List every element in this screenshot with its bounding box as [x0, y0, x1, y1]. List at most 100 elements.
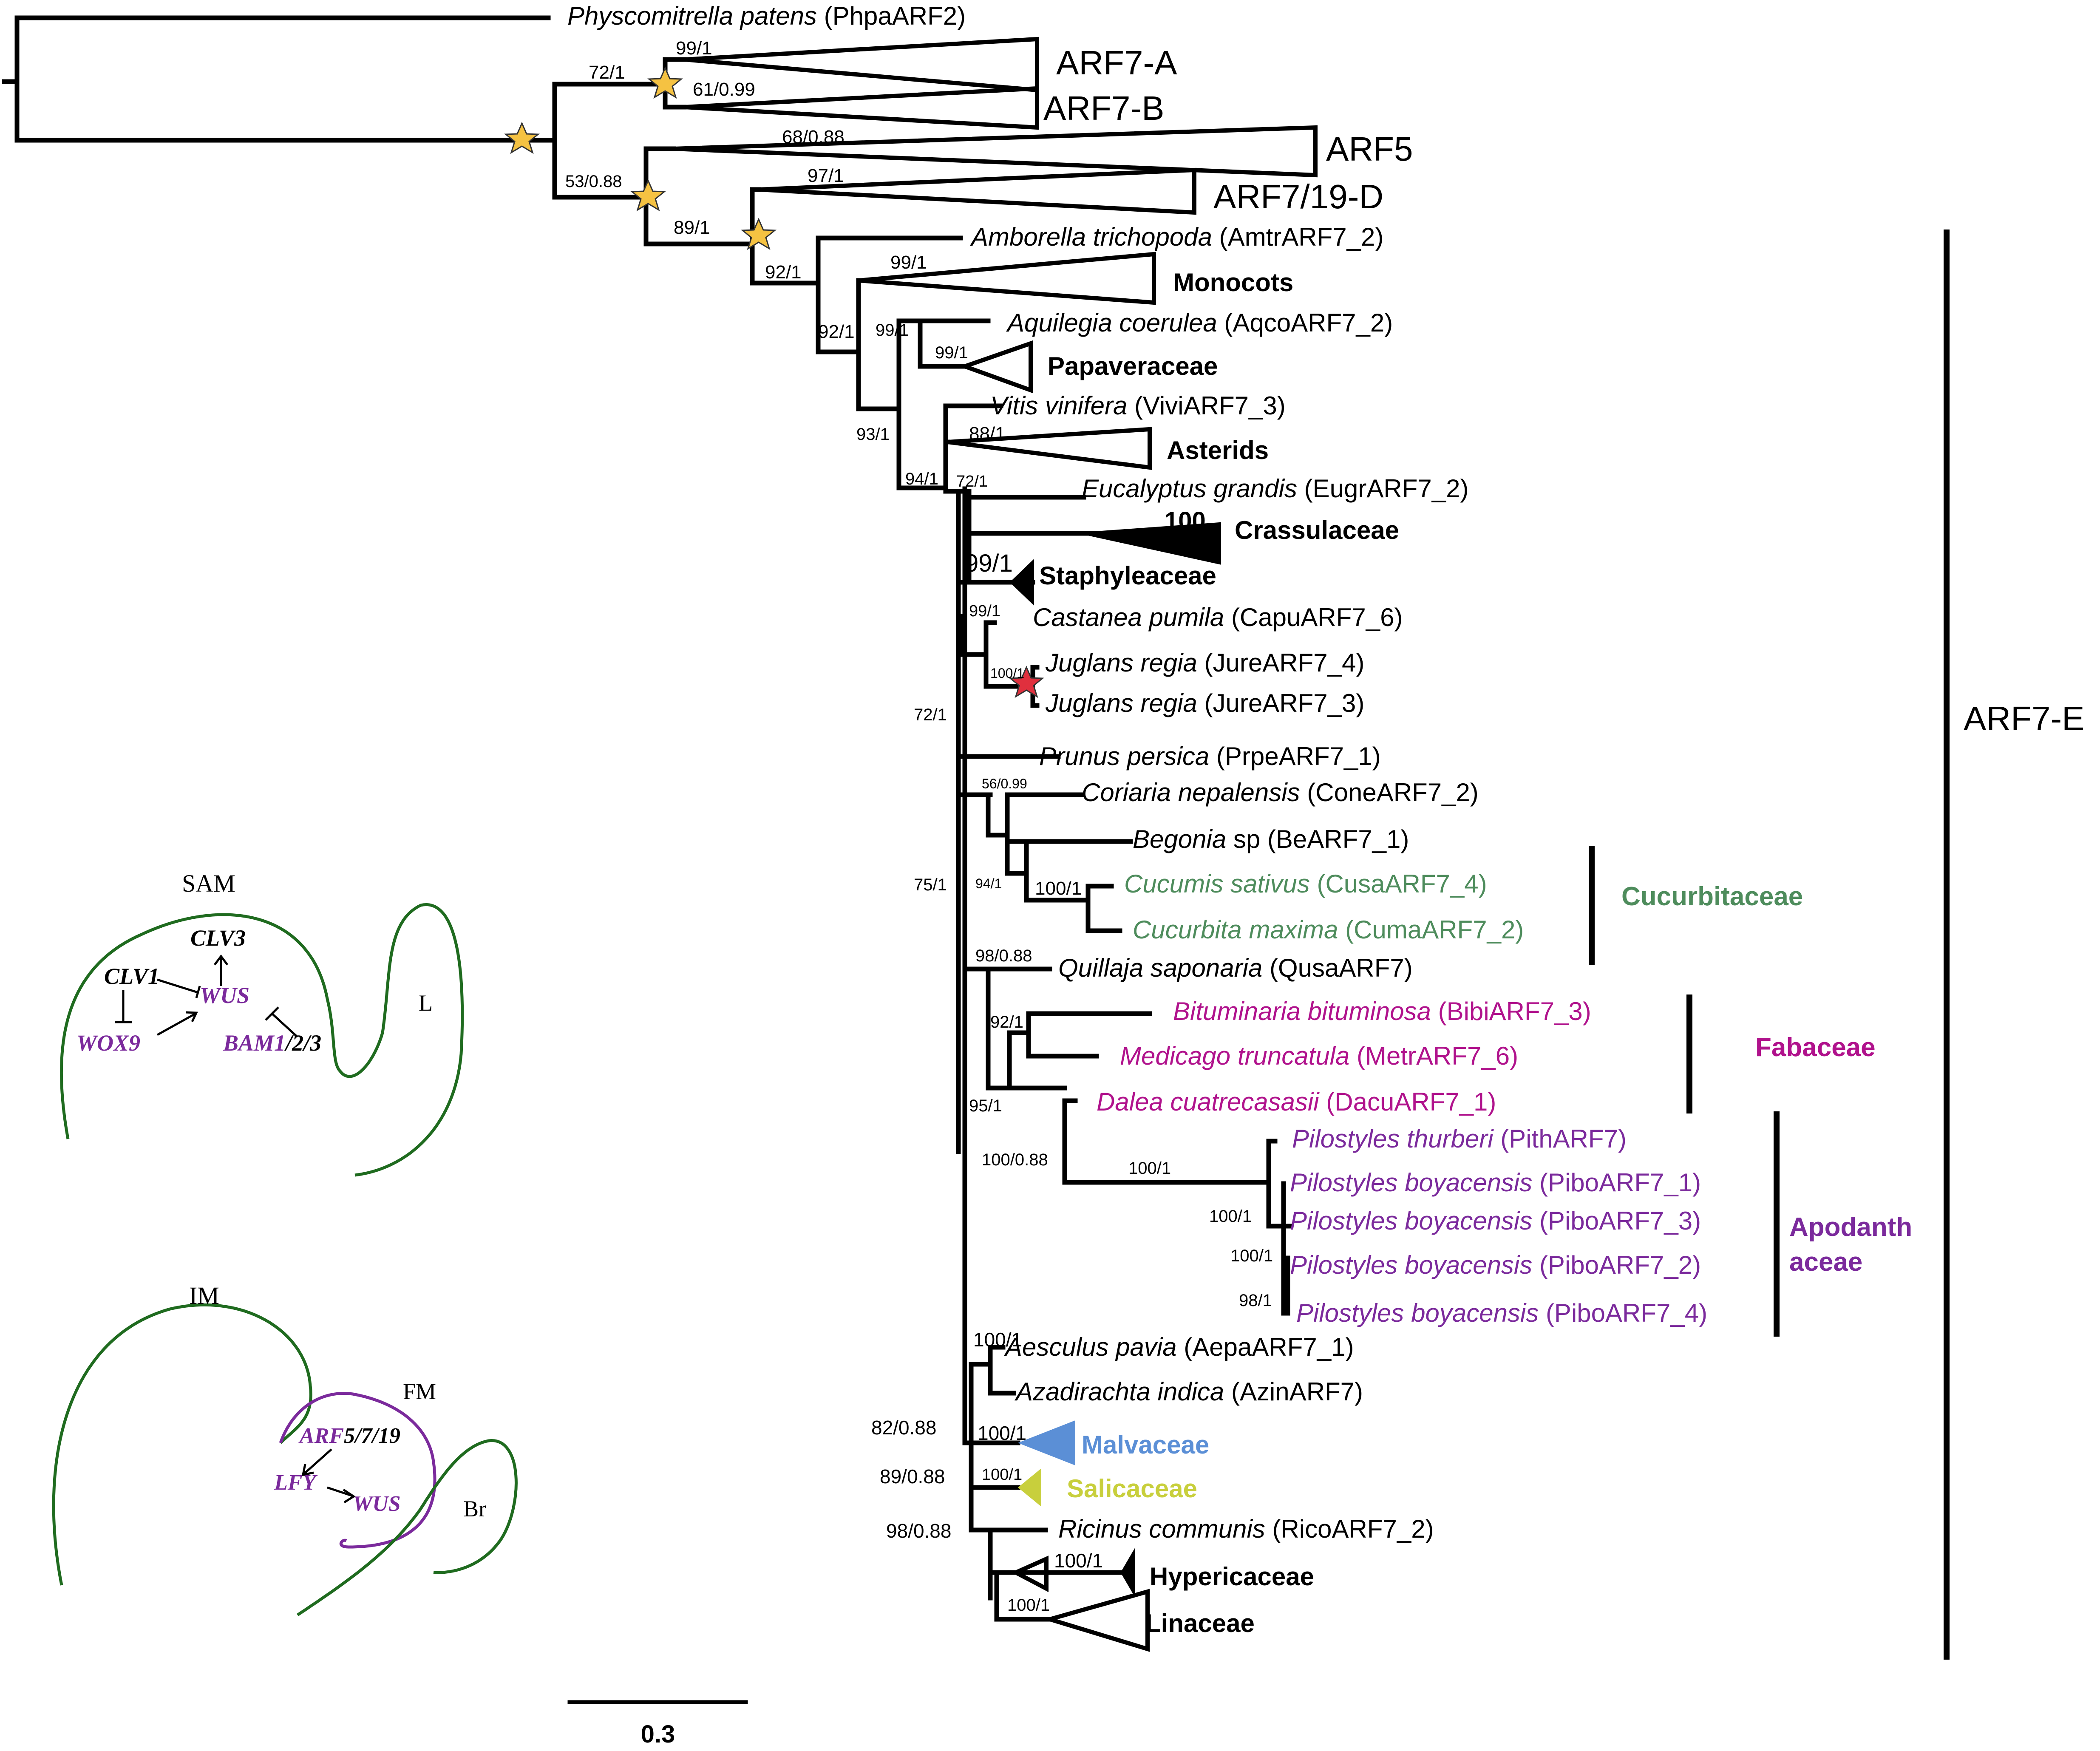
- support-value: 92/1: [818, 321, 855, 342]
- support-value: 93/1: [856, 425, 890, 444]
- support-value: 75/1: [914, 876, 947, 894]
- support-value: 100/1: [990, 666, 1024, 681]
- family-label: Linaceae: [1145, 1609, 1255, 1638]
- family-label: Staphyleaceae: [1039, 561, 1216, 590]
- support-value: 98/0.88: [886, 1520, 951, 1542]
- taxon-label: Pilostyles boyacensis (PiboARF7_2): [1290, 1251, 1701, 1279]
- taxon-label: Cucurbita maxima (CumaARF7_2): [1133, 915, 1524, 944]
- support-value: 72/1: [589, 62, 625, 83]
- taxon-label: Begonia sp (BeARF7_1): [1133, 825, 1409, 853]
- star-icon: [630, 179, 666, 212]
- family-label: Asterids: [1167, 436, 1269, 465]
- gene-clv3: CLV3: [190, 925, 246, 951]
- support-value: 98/1: [1239, 1291, 1272, 1310]
- gene-wus: WUS: [353, 1492, 401, 1516]
- support-value: 94/1: [975, 876, 1002, 891]
- taxon-label: Pilostyles boyacensis (PiboARF7_1): [1290, 1168, 1701, 1197]
- support-value: 82/0.88: [871, 1417, 936, 1439]
- colored-triangles: [1018, 1420, 1075, 1507]
- family-label: Salicaceae: [1067, 1474, 1197, 1503]
- support-value: 99/1: [969, 602, 1000, 620]
- leaf-label: L: [419, 990, 433, 1016]
- taxon-label: Juglans regia (JureARF7_3): [1045, 689, 1364, 717]
- support-value: 100/1: [1209, 1207, 1252, 1226]
- support-value: 99/1: [965, 550, 1013, 577]
- taxon-label: Vitis vinifera (ViviARF7_3): [990, 391, 1286, 420]
- outgroup-label: Physcomitrella patens (PhpaARF2): [567, 2, 966, 30]
- taxon-label: Pilostyles boyacensis (PiboARF7_4): [1296, 1299, 1707, 1327]
- taxon-label: Aesculus pavia (AepaARF7_1): [1004, 1333, 1354, 1361]
- star-icon: [740, 218, 777, 250]
- bracket-label: Cucurbitaceae: [1621, 882, 1803, 911]
- gene-wus: WUS: [200, 983, 249, 1008]
- bracket-label: aceae: [1789, 1247, 1862, 1277]
- sam-inset: SAM L CLV3 CLV1 WUS WOX9 BAM1/2/3: [60, 870, 464, 1177]
- support-value: 95/1: [969, 1096, 1002, 1115]
- im-title: IM: [189, 1282, 219, 1309]
- star-icon: [504, 122, 540, 154]
- sam-outline: [60, 903, 464, 1177]
- support-value: 99/1: [676, 38, 712, 59]
- support-value: 100/1: [982, 1466, 1022, 1484]
- support-value: 100/0.88: [982, 1150, 1048, 1169]
- support-value: 72/1: [956, 473, 988, 490]
- taxon-label: Medicago truncatula (MetrARF7_6): [1120, 1042, 1518, 1070]
- clade-label: ARF5: [1326, 130, 1413, 168]
- support-value: 92/1: [765, 262, 802, 283]
- taxon-label: Quillaja saponaria (QusaARF7): [1058, 954, 1413, 982]
- br-label: Br: [463, 1496, 486, 1522]
- clade-label: ARF7/19-D: [1213, 178, 1383, 215]
- support-value: 94/1: [905, 470, 938, 488]
- taxon-label: Dalea cuatrecasasii (DacuARF7_1): [1097, 1088, 1496, 1116]
- support-value: 100/1: [978, 1422, 1026, 1444]
- support-value: 56/0.99: [982, 776, 1027, 791]
- support-values: 99/1 72/1 61/0.99 68/0.88 53/0.88 97/1 8…: [565, 38, 1273, 1615]
- bracket-label: Fabaceae: [1755, 1033, 1876, 1062]
- taxon-label: Pilostyles boyacensis (PiboARF7_3): [1290, 1207, 1701, 1235]
- support-value: 100/1: [1007, 1596, 1050, 1615]
- clade-group-label: ARF7-E: [1964, 700, 2085, 737]
- support-value: 100/1: [1054, 1550, 1103, 1572]
- bracket-labels: Cucurbitaceae Fabaceae Apodanth aceae: [1621, 882, 1912, 1277]
- bracket-label: Apodanth: [1789, 1213, 1912, 1242]
- taxon-label: Pilostyles thurberi (PithARF7): [1292, 1125, 1627, 1153]
- support-value: 89/1: [674, 217, 710, 238]
- fm-label: FM: [403, 1379, 436, 1404]
- clade-label: ARF7-A: [1056, 44, 1177, 82]
- fm-outline: [279, 1392, 436, 1549]
- taxon-label: Eucalyptus grandis (EugrARF7_2): [1082, 474, 1468, 503]
- gene-bam: BAM1/2/3: [223, 1030, 321, 1056]
- family-label: Crassulaceae: [1235, 516, 1399, 544]
- clade-labels: ARF7-A ARF7-B ARF5 ARF7/19-D ARF7-E: [1043, 44, 2085, 737]
- scale-bar-label: 0.3: [641, 1720, 675, 1748]
- br-outline: [297, 1439, 518, 1616]
- collapsed-solid-triangles: [1009, 522, 1221, 1598]
- support-value: 53/0.88: [565, 172, 622, 191]
- support-value: 100/1: [973, 1329, 1022, 1351]
- sam-title: SAM: [182, 870, 235, 897]
- gene-arf: ARF5/7/19: [298, 1424, 400, 1448]
- star-icon: [647, 66, 683, 99]
- sam-arrows: [115, 954, 298, 1038]
- support-value: 92/1: [990, 1013, 1023, 1031]
- support-value: 89/0.88: [880, 1465, 945, 1488]
- support-value: 68/0.88: [782, 127, 845, 147]
- family-label: Malvaceae: [1082, 1431, 1209, 1459]
- family-labels: Monocots Papaveraceae Asterids Crassulac…: [1039, 268, 1399, 1638]
- family-label: Monocots: [1173, 268, 1293, 297]
- support-value: 99/1: [876, 321, 909, 340]
- im-arrows: [301, 1448, 356, 1504]
- family-label: Hypericaceae: [1150, 1562, 1314, 1591]
- support-value: 88/1: [969, 423, 1006, 444]
- collapsed-triangles: [673, 37, 1318, 1652]
- taxon-labels: Physcomitrella patens (PhpaARF2) Amborel…: [567, 2, 1707, 1543]
- taxon-label: Bituminaria bituminosa (BibiARF7_3): [1173, 997, 1591, 1026]
- support-value: 99/1: [935, 343, 968, 362]
- support-value: 72/1: [914, 706, 947, 724]
- taxon-label: Castanea pumila (CapuARF7_6): [1033, 603, 1403, 632]
- support-value: 100: [1165, 507, 1206, 535]
- star-icon: [1008, 666, 1045, 698]
- taxon-label: Prunus persica (PrpeARF7_1): [1039, 742, 1381, 771]
- node-stars: [504, 66, 1045, 698]
